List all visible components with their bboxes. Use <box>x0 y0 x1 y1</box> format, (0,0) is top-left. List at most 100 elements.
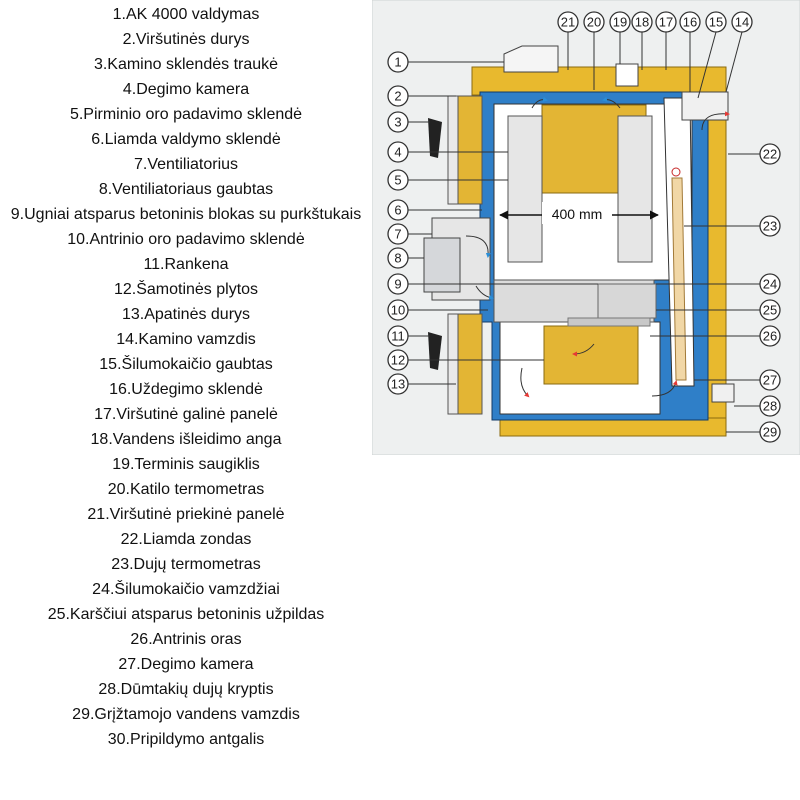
callout-17: 17 <box>655 11 677 33</box>
svg-text:17: 17 <box>659 15 673 30</box>
legend-item: 24.Šilumokaičio vamzdžiai <box>92 581 280 598</box>
callout-18: 18 <box>631 11 653 33</box>
svg-text:15: 15 <box>709 15 723 30</box>
legend-item: 30.Pripildymo antgalis <box>107 731 265 748</box>
svg-text:22: 22 <box>763 147 777 162</box>
callout-19: 19 <box>609 11 631 33</box>
svg-text:28: 28 <box>763 399 777 414</box>
upper-handle <box>428 118 442 158</box>
boiler-cross-section-diagram: 400 mm 21 20 19 18 17 16 15 14 1 2 3 4 5… <box>372 0 800 455</box>
svg-text:26: 26 <box>763 329 777 344</box>
airflow-arrow-top-left <box>531 96 548 109</box>
callout-16: 16 <box>679 11 701 33</box>
callout-20: 20 <box>583 11 605 33</box>
svg-text:4: 4 <box>394 145 401 160</box>
callout-8: 8 <box>387 247 409 269</box>
callout-14: 14 <box>731 11 753 33</box>
svg-text:27: 27 <box>763 373 777 388</box>
callout-15: 15 <box>705 11 727 33</box>
legend-item: 12.Šamotinės plytos <box>113 281 259 298</box>
ceramic-panel-left <box>507 115 543 263</box>
svg-text:5: 5 <box>394 173 401 188</box>
svg-text:16: 16 <box>683 15 697 30</box>
legend-item: 21.Viršutinė priekinė panelė <box>87 506 285 523</box>
legend-item: 29.Grįžtamojo vandens vamzdis <box>72 706 300 723</box>
callout-22: 22 <box>759 143 781 165</box>
callout-6: 6 <box>387 199 409 221</box>
control-unit <box>503 45 559 73</box>
airflow-arrow-top-right <box>602 96 621 109</box>
callout-25: 25 <box>759 299 781 321</box>
legend-item: 20.Katilo termometras <box>107 481 265 498</box>
legend-item: 23.Dujų termometras <box>111 556 261 573</box>
svg-text:2: 2 <box>394 89 401 104</box>
callout-21: 21 <box>557 11 579 33</box>
callout-9: 9 <box>387 273 409 295</box>
legend-item: 1.AK 4000 valdymas <box>112 6 260 23</box>
lower-door-frame <box>447 313 459 415</box>
callout-29: 29 <box>759 421 781 443</box>
svg-text:25: 25 <box>763 303 777 318</box>
fan-unit <box>423 237 461 293</box>
legend-item: 8.Ventiliatoriaus gaubtas <box>98 181 274 198</box>
legend-list: 1.AK 4000 valdymas 2.Viršutinės durys 3.Ka… <box>0 2 372 752</box>
legend-item: 19.Terminis saugiklis <box>112 456 260 473</box>
svg-text:1: 1 <box>394 55 401 70</box>
flue-arrow-lower-right <box>651 380 678 397</box>
svg-text:11: 11 <box>391 329 405 344</box>
legend-item: 17.Viršutinė galinė panelė <box>94 406 278 423</box>
svg-text:6: 6 <box>394 203 401 218</box>
legend-item: 9.Ugniai atsparus betoninis blokas su pu… <box>10 206 362 223</box>
svg-text:20: 20 <box>587 15 601 30</box>
legend-item: 10.Antrinio oro padavimo sklendė <box>67 231 305 248</box>
legend-item: 2.Viršutinės durys <box>122 31 250 48</box>
callout-3: 3 <box>387 111 409 133</box>
svg-text:14: 14 <box>735 15 749 30</box>
airflow-arrow-secondary <box>475 285 494 300</box>
thermal-fuse <box>615 63 639 87</box>
flue-arrow-top <box>701 111 730 131</box>
callout-7: 7 <box>387 223 409 245</box>
svg-text:12: 12 <box>391 353 405 368</box>
legend-item: 26.Antrinis oras <box>130 631 242 648</box>
flue-pipe <box>681 91 729 121</box>
svg-text:9: 9 <box>394 277 401 292</box>
svg-text:10: 10 <box>391 303 405 318</box>
flue-arrow-lower-left <box>520 367 530 398</box>
bottom-insulation <box>499 417 727 437</box>
callout-28: 28 <box>759 395 781 417</box>
legend-item: 27.Degimo kamera <box>118 656 254 673</box>
callout-10: 10 <box>387 299 409 321</box>
legend-item: 6.Liamda valdymo sklendė <box>91 131 281 148</box>
legend-item: 5.Pirminio oro padavimo sklendė <box>69 106 303 123</box>
svg-text:23: 23 <box>763 219 777 234</box>
legend-item: 11.Rankena <box>143 256 229 273</box>
heat-exchanger-tubes <box>671 177 687 381</box>
legend-item: 18.Vandens išleidimo anga <box>90 431 282 448</box>
svg-text:13: 13 <box>391 377 405 392</box>
refractory-bricks <box>543 325 639 385</box>
legend-item: 7.Ventiliatorius <box>133 156 239 173</box>
legend-item: 25.Karščiui atsparus betoninis užpildas <box>47 606 325 623</box>
legend-item: 22.Liamda zondas <box>120 531 252 548</box>
dimension-label: 400 mm <box>552 206 603 222</box>
callout-2: 2 <box>387 85 409 107</box>
legend-item: 3.Kamino sklendės traukė <box>93 56 279 73</box>
legend-item: 4.Degimo kamera <box>122 81 250 98</box>
legend-item: 14.Kamino vamzdis <box>116 331 256 348</box>
upper-door-frame <box>447 95 459 205</box>
legend-item: 16.Uždegimo sklendė <box>109 381 263 398</box>
lower-door <box>455 313 483 415</box>
svg-text:7: 7 <box>394 227 401 242</box>
nozzle-block <box>597 283 657 319</box>
legend-item: 13.Apatinės durys <box>121 306 251 323</box>
upper-door <box>455 95 483 205</box>
ceramic-panel-right <box>617 115 653 263</box>
callout-1: 1 <box>387 51 409 73</box>
callout-11: 11 <box>387 325 409 347</box>
callout-13: 13 <box>387 373 409 395</box>
flue-sensor <box>671 167 681 177</box>
callout-27: 27 <box>759 369 781 391</box>
callout-5: 5 <box>387 169 409 191</box>
svg-text:24: 24 <box>763 277 777 292</box>
